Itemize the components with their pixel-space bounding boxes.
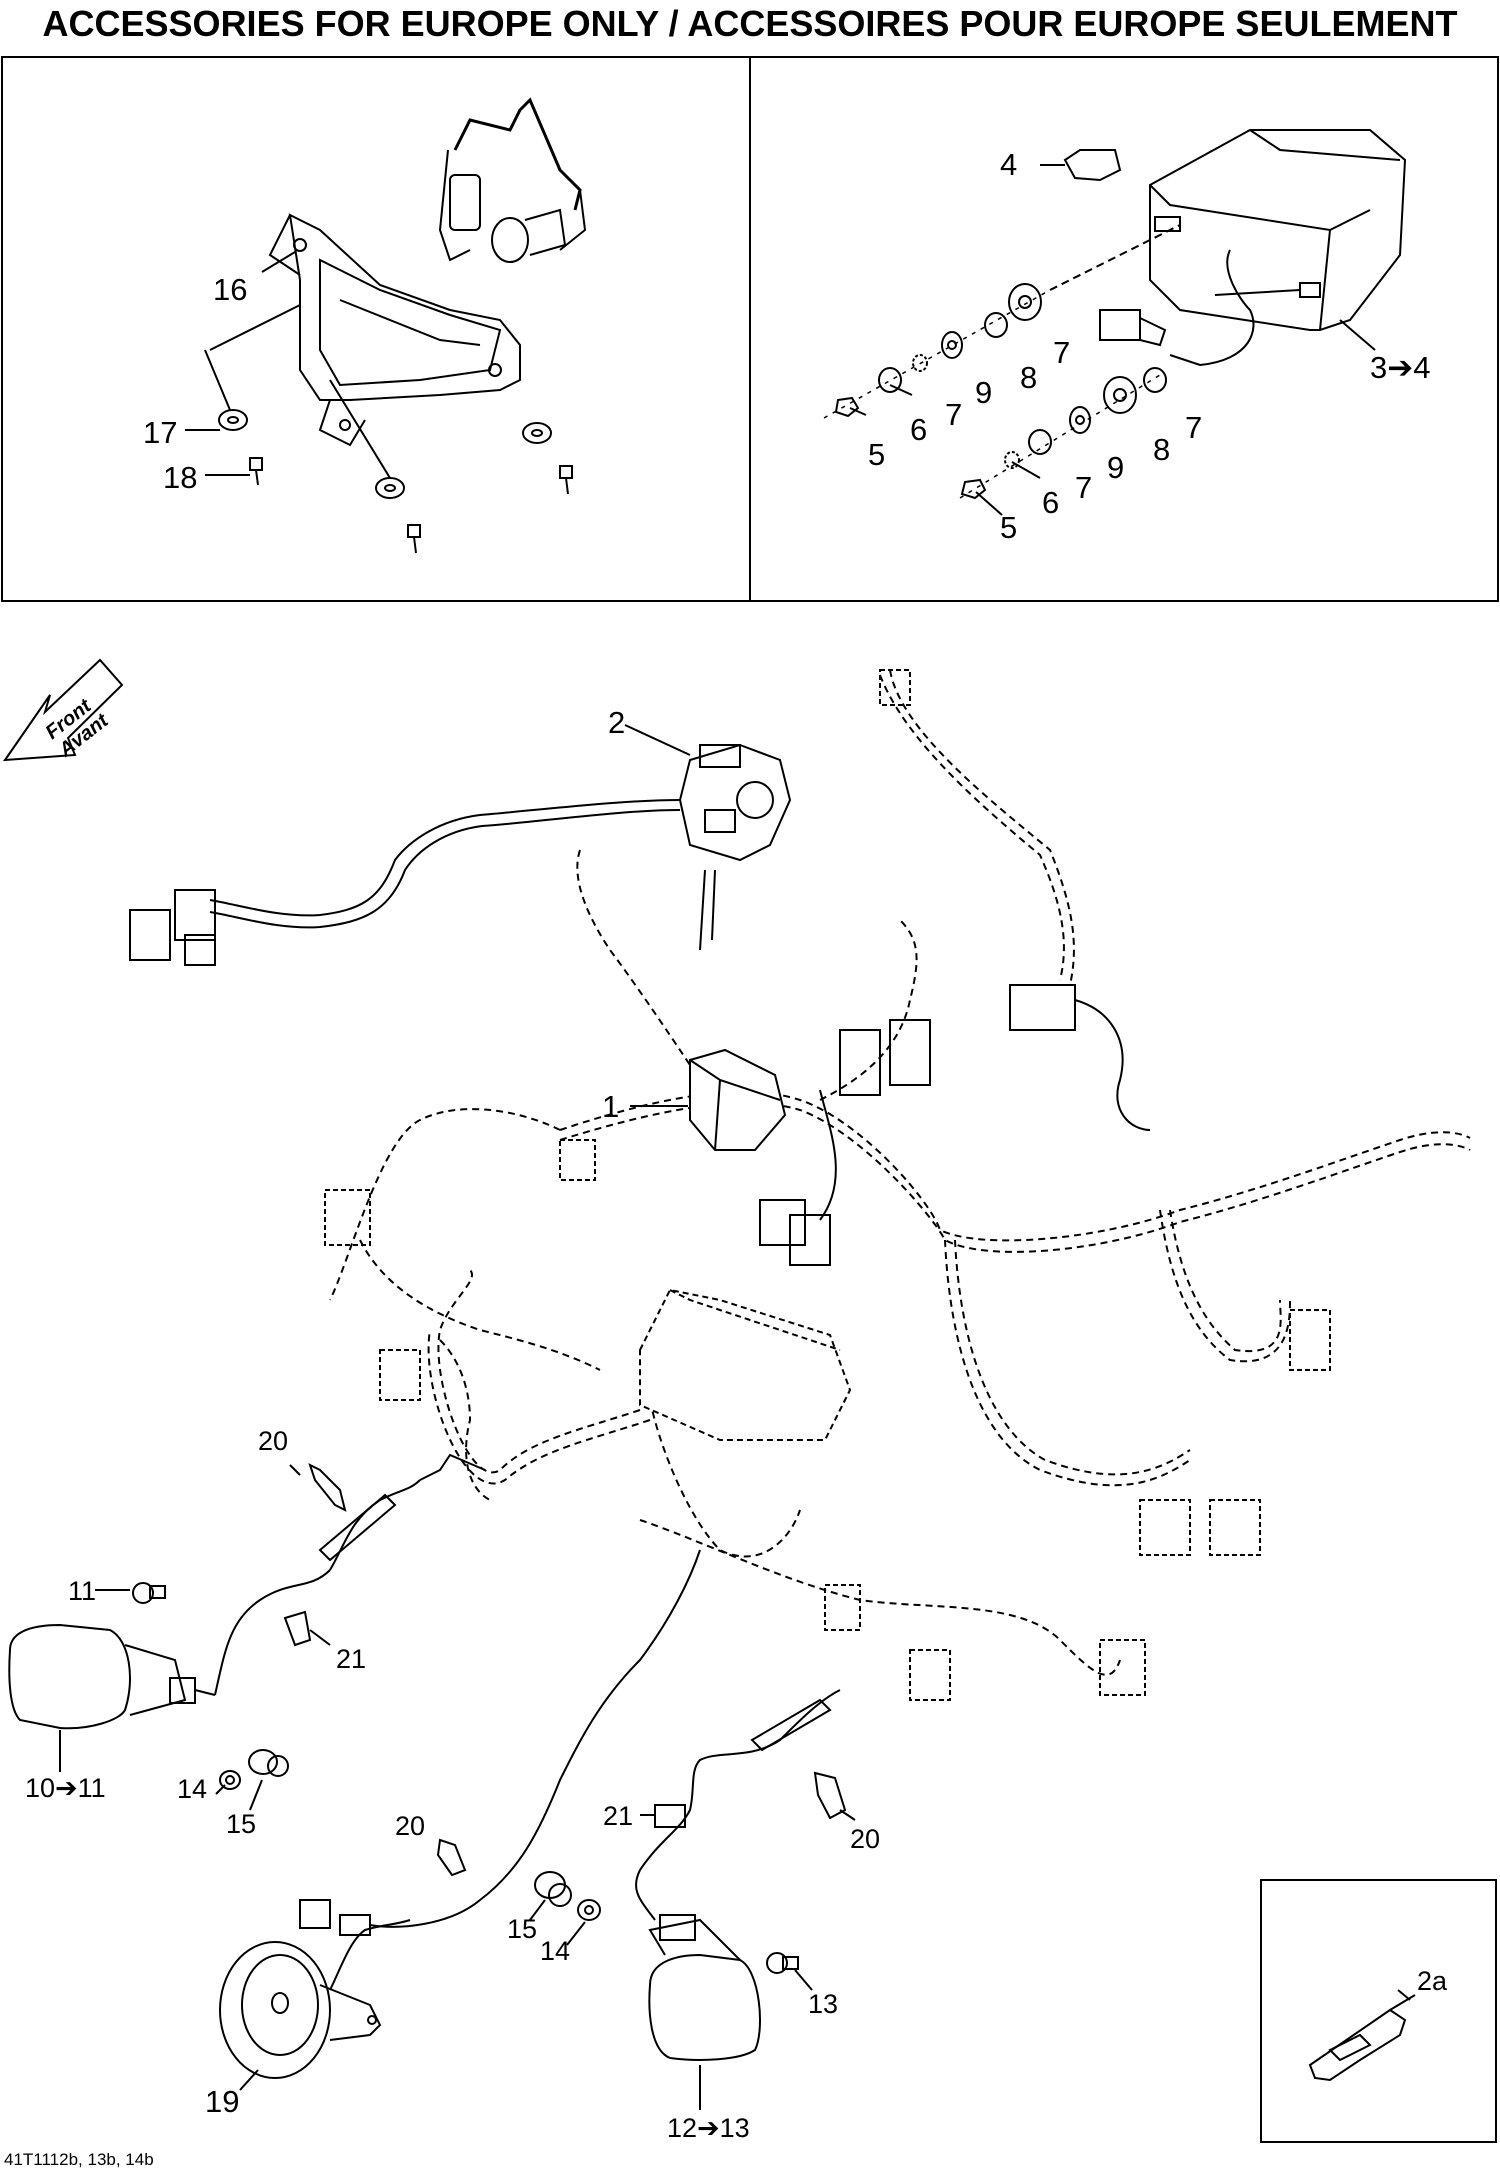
left-turn-signal [8,1453,486,1811]
callout-6-a: 6 [910,412,927,447]
callout-1: 1 [602,1089,619,1124]
callout-2a: 2a [1417,1966,1448,1996]
callout-3-4: 3➔4 [1370,350,1430,385]
callout-21-a: 21 [336,1644,366,1674]
callout-6-b: 6 [1042,485,1059,520]
callout-14-a: 14 [177,1774,207,1804]
callout-labels: 16 17 18 4 3➔4 7 8 9 7 6 5 7 8 9 7 6 5 2… [25,147,1448,2143]
callout-8-b: 8 [1153,432,1170,467]
main-wiring-harness [324,669,1471,1701]
callout-4: 4 [1000,147,1017,182]
callout-5-a: 5 [868,437,885,472]
callout-2: 2 [608,705,625,740]
callout-5-b: 5 [1000,510,1017,545]
callout-9-a: 9 [975,375,992,410]
front-direction-arrow[interactable]: Front Avant [2,658,124,762]
page-title: ACCESSORIES FOR EUROPE ONLY / ACCESSOIRE… [42,3,1458,44]
handlebar-switch [129,743,792,966]
callout-20-b: 20 [395,1811,425,1841]
callout-7-c: 7 [1185,410,1202,445]
callout-18: 18 [163,460,197,495]
callout-15-a: 15 [226,1809,256,1839]
right-turn-signal [635,1689,856,2110]
callout-20-c: 20 [850,1824,880,1854]
callout-11: 11 [68,1576,96,1606]
callout-7-b: 7 [945,397,962,432]
callout-13: 13 [808,1989,838,2019]
horn [219,1549,701,2091]
callout-14-b: 14 [540,1936,570,1966]
figure-code: 41T1112b, 13b, 14b [4,2150,154,2169]
callout-12-13: 12➔13 [667,2113,750,2143]
top-panels-frame [1,56,1499,602]
callout-21-b: 21 [603,1801,633,1831]
inset-clip-2a [1308,1994,1416,2082]
callout-7-d: 7 [1075,470,1092,505]
inset-frame [1260,1879,1497,2143]
callout-8-a: 8 [1020,360,1037,395]
front-light-assembly [185,97,587,554]
callout-19: 19 [205,2084,239,2119]
tail-light-assembly [823,129,1407,516]
callout-17: 17 [143,415,177,450]
callout-16: 16 [213,272,247,307]
callout-7-a: 7 [1053,335,1070,370]
callout-9-b: 9 [1107,450,1124,485]
callout-leaders [289,724,1411,2001]
callout-15-b: 15 [507,1914,537,1944]
callout-10-11: 10➔11 [25,1773,106,1803]
callout-20-a: 20 [258,1426,288,1456]
